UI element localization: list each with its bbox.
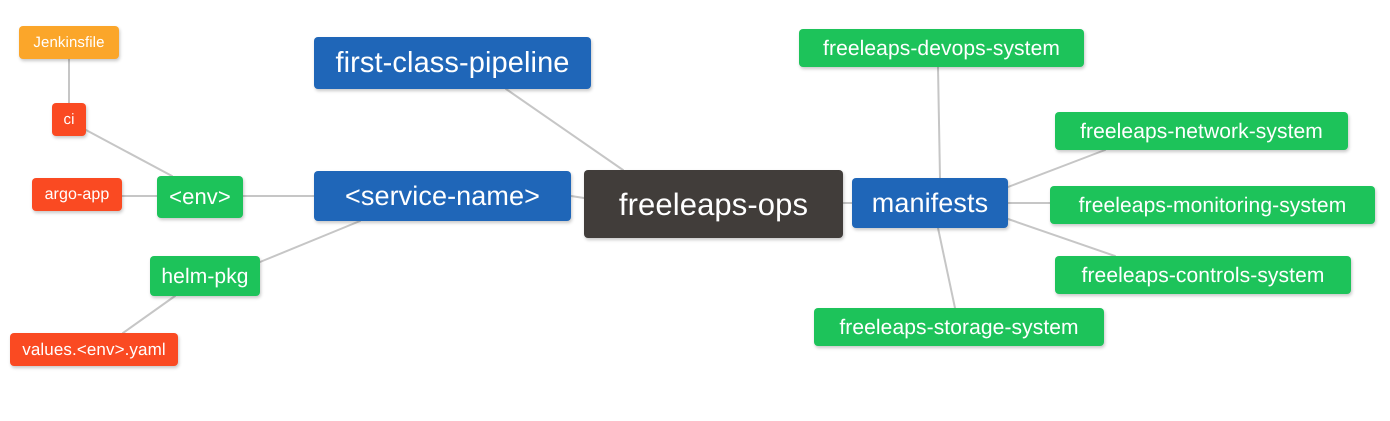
mindmap-node-first-class-pipeline[interactable]: first-class-pipeline <box>314 37 591 89</box>
mindmap-node-label: freeleaps-network-system <box>1080 119 1323 143</box>
edge-valuesyaml-helmpkg <box>122 295 176 334</box>
mindmap-node-label: first-class-pipeline <box>335 46 570 79</box>
edge-manifests-storage <box>937 227 956 309</box>
mindmap-node-ci[interactable]: ci <box>52 103 86 136</box>
mindmap-node-label: values.<env>.yaml <box>22 340 166 359</box>
mindmap-node-label: argo-app <box>44 185 110 203</box>
mindmap-node-jenkinsfile[interactable]: Jenkinsfile <box>19 26 119 59</box>
mindmap-node-label: freeleaps-devops-system <box>823 36 1060 60</box>
edge-manifests-controls <box>1007 218 1116 257</box>
edge-manifests-devops <box>937 66 941 179</box>
edge-servicename-ops <box>570 195 585 199</box>
edge-helmpkg-servicename <box>259 220 361 263</box>
edge-ci-env <box>85 129 173 177</box>
mindmap-node-label: <service-name> <box>345 180 540 211</box>
mindmap-node-env[interactable]: <env> <box>157 176 243 218</box>
mindmap-node-freeleaps-monitoring-system[interactable]: freeleaps-monitoring-system <box>1050 186 1375 224</box>
mindmap-node-label: ci <box>63 111 75 128</box>
mindmap-node-label: <env> <box>169 184 231 209</box>
mindmap-node-label: Jenkinsfile <box>33 34 105 51</box>
mindmap-node-label: freeleaps-ops <box>618 186 809 222</box>
mindmap-node-label: freeleaps-controls-system <box>1081 263 1325 287</box>
edge-pipeline-ops <box>505 88 624 171</box>
edge-manifests-network <box>1007 149 1106 188</box>
mindmap-node-freeleaps-network-system[interactable]: freeleaps-network-system <box>1055 112 1348 150</box>
mindmap-node-freeleaps-devops-system[interactable]: freeleaps-devops-system <box>799 29 1084 67</box>
mindmap-node-helm-pkg[interactable]: helm-pkg <box>150 256 260 296</box>
mindmap-node-label: helm-pkg <box>161 264 249 288</box>
mindmap-node-label: manifests <box>871 187 989 218</box>
mindmap-node-service-name[interactable]: <service-name> <box>314 171 571 221</box>
mindmap-node-freeleaps-controls-system[interactable]: freeleaps-controls-system <box>1055 256 1351 294</box>
mindmap-node-label: freeleaps-monitoring-system <box>1078 193 1347 217</box>
mindmap-node-manifests[interactable]: manifests <box>852 178 1008 228</box>
mindmap-node-label: freeleaps-storage-system <box>839 315 1079 339</box>
mindmap-node-values-yaml[interactable]: values.<env>.yaml <box>10 333 178 366</box>
mindmap-node-argo-app[interactable]: argo-app <box>32 178 122 211</box>
mindmap-node-freeleaps-storage-system[interactable]: freeleaps-storage-system <box>814 308 1104 346</box>
mindmap-node-freeleaps-ops[interactable]: freeleaps-ops <box>584 170 843 238</box>
